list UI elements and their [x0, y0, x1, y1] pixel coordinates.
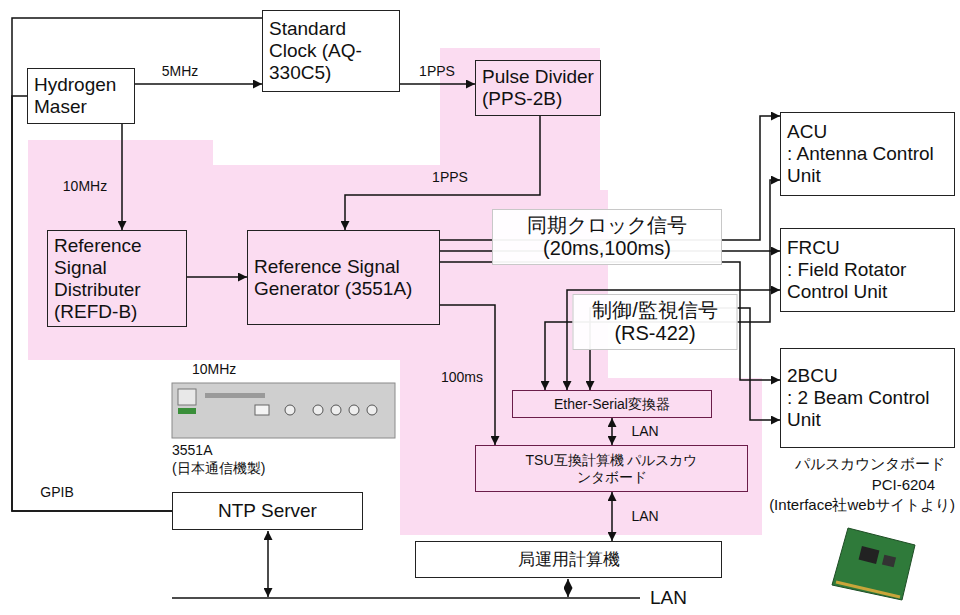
node-description: : Field Rotator Control Unit — [787, 259, 948, 303]
signal-connector — [567, 290, 780, 390]
signal-label: LAN — [631, 509, 658, 524]
annotation-label: パルスカウンタボード — [795, 455, 945, 472]
signal-label: LAN — [631, 424, 658, 439]
node-title: Ether-Serial変換器 — [519, 396, 705, 412]
board-chip — [859, 546, 880, 564]
annotation-label: (Interface社webサイトより) — [769, 496, 955, 513]
signal-connector — [611, 492, 613, 541]
node-description: : 2 Beam Control Unit — [787, 387, 948, 431]
signal-callout: 同期クロック信号 (20ms,100ms) — [492, 209, 722, 265]
signal-label: GPIB — [40, 485, 73, 500]
signal-label: 100ms — [441, 370, 483, 385]
clock-box: Standard Clock (AQ-330C5) — [262, 10, 400, 92]
signal-connector — [121, 124, 123, 230]
signal-callout: 制御/監視信号 (RS-422) — [573, 294, 738, 350]
node-title: NTP Server — [179, 500, 356, 522]
photo-detail — [178, 408, 196, 414]
node-title: Standard Clock (AQ-330C5) — [269, 18, 393, 84]
node-title: Pulse Divider (PPS-2B) — [482, 66, 594, 110]
node-title: FRCU — [787, 237, 948, 259]
node-title: Hydrogen Maser — [34, 74, 128, 118]
photo-knob — [285, 405, 295, 415]
signal-connector — [12, 18, 262, 511]
annotation-label: 10MHz — [192, 361, 236, 377]
board-shape — [832, 528, 915, 600]
board-edge-connector — [836, 582, 900, 597]
photo-knob — [367, 405, 377, 415]
signal-connector — [187, 276, 247, 278]
equipment-photo — [172, 383, 395, 438]
node-title: TSU互換計算機 パルスカウンタボード — [524, 452, 699, 484]
node-title: 2BCU — [787, 365, 948, 387]
node-description: : Antenna Control Unit — [787, 143, 948, 187]
annotation-label: 3551A — [172, 442, 212, 458]
annotation-label: PCI-6204 — [872, 476, 935, 493]
device-box: Pulse Divider (PPS-2B) — [475, 60, 601, 116]
annotation-label: LAN — [650, 587, 687, 609]
board-photo — [832, 528, 915, 600]
board-chip — [882, 555, 896, 568]
control-unit-box: 2BCU: 2 Beam Control Unit — [780, 348, 955, 448]
photo-knob — [313, 405, 323, 415]
converter-box: Ether-Serial変換器 — [512, 390, 712, 418]
bus-tap — [267, 531, 269, 597]
computer-box: TSU互換計算機 パルスカウンタボード — [475, 445, 748, 492]
control-unit-box: FRCU: Field Rotator Control Unit — [780, 228, 955, 312]
photo-knob — [349, 405, 359, 415]
signal-connector — [400, 83, 475, 85]
node-title: 局運用計算機 — [422, 550, 715, 570]
device-box: Reference Signal Generator (3551A) — [247, 230, 440, 325]
photo-detail — [205, 393, 265, 398]
photo-knob — [331, 405, 341, 415]
computer-box: 局運用計算機 — [415, 541, 722, 578]
signal-connector — [611, 418, 613, 445]
signal-connector — [135, 83, 262, 85]
signal-label: 1PPS — [432, 170, 468, 185]
signal-connector — [440, 262, 780, 380]
control-unit-box: ACU: Antenna Control Unit — [780, 112, 955, 196]
signal-connector — [440, 305, 495, 445]
signal-label: 1PPS — [419, 64, 455, 79]
photo-frame — [172, 383, 395, 438]
device-box: Reference Signal Distributer (REFD-B) — [47, 230, 187, 327]
server-box: NTP Server — [172, 492, 363, 530]
node-title: Reference Signal Generator (3551A) — [254, 256, 433, 300]
node-title: Reference Signal Distributer (REFD-B) — [54, 235, 180, 322]
signal-label: 5MHz — [162, 64, 199, 79]
node-title: ACU — [787, 121, 948, 143]
source-box: Hydrogen Maser — [27, 68, 135, 124]
lan-bus — [172, 597, 640, 599]
signal-label: 10MHz — [63, 179, 107, 194]
highlight-region — [28, 48, 762, 535]
photo-detail — [255, 405, 269, 415]
bus-tap — [567, 579, 569, 597]
annotation-label: (日本通信機製) — [172, 460, 265, 476]
photo-detail — [178, 389, 196, 405]
